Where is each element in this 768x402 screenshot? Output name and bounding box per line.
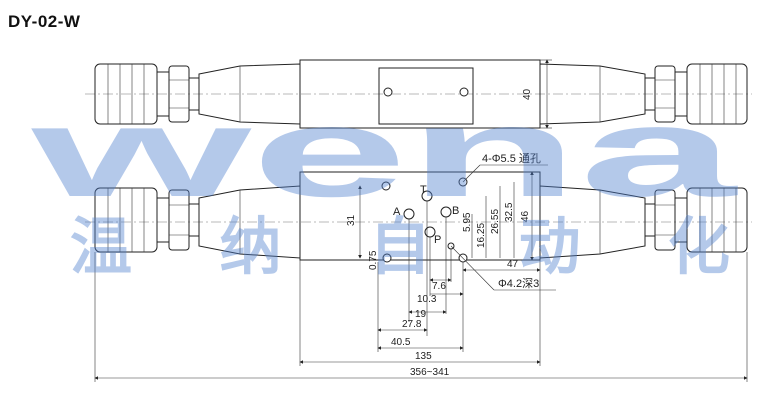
dim-40.5: 40.5 — [391, 337, 411, 348]
mount-hole — [381, 181, 391, 191]
dim-31: 31 — [346, 214, 357, 226]
dim-19: 19 — [415, 309, 427, 320]
dim-47: 47 — [507, 259, 519, 270]
dim-16.25: 16.25 — [476, 223, 487, 248]
dim-26.55: 26.55 — [490, 209, 501, 234]
dim-10.3: 10.3 — [417, 294, 437, 305]
watermark-latin: wena — [30, 81, 738, 224]
bottom-right-handwheel — [644, 187, 748, 253]
pin-hole-callout: Φ4.2深3 — [498, 277, 539, 290]
dim-5.95: 5.95 — [462, 212, 473, 232]
port-a-label: A — [393, 206, 401, 218]
mount-hole — [382, 253, 392, 263]
top-view: 40 — [85, 59, 752, 129]
port-t-label: T — [420, 184, 427, 196]
drawing-title: DY-02-W — [8, 12, 81, 31]
dim-0.75: 0.75 — [368, 250, 379, 270]
port-b-label: B — [452, 205, 459, 217]
top-nameplate — [378, 67, 474, 125]
dim-32.5: 32.5 — [504, 202, 515, 222]
bottom-left-handwheel — [94, 187, 200, 253]
dim-7.6: 7.6 — [432, 281, 446, 292]
watermark-logo: wena 温纳自动化 — [30, 81, 738, 283]
horizontal-dimensions: 7.6 10.3 19 27.8 40.5 135 356~341 — [94, 201, 748, 382]
top-right-handwheel — [644, 63, 748, 125]
dim-40: 40 — [522, 88, 533, 100]
port-p-label: P — [434, 234, 441, 246]
dim-46: 46 — [520, 210, 531, 222]
dim-356-341: 356~341 — [410, 367, 450, 378]
mount-holes-callout: 4-Φ5.5 通孔 — [482, 152, 541, 165]
bottom-view: A B P T 4-Φ5.5 通孔 Φ4.2深3 31 0.75 5.95 16… — [85, 152, 752, 291]
dim-27.8: 27.8 — [402, 319, 422, 330]
dim-135: 135 — [415, 351, 432, 362]
